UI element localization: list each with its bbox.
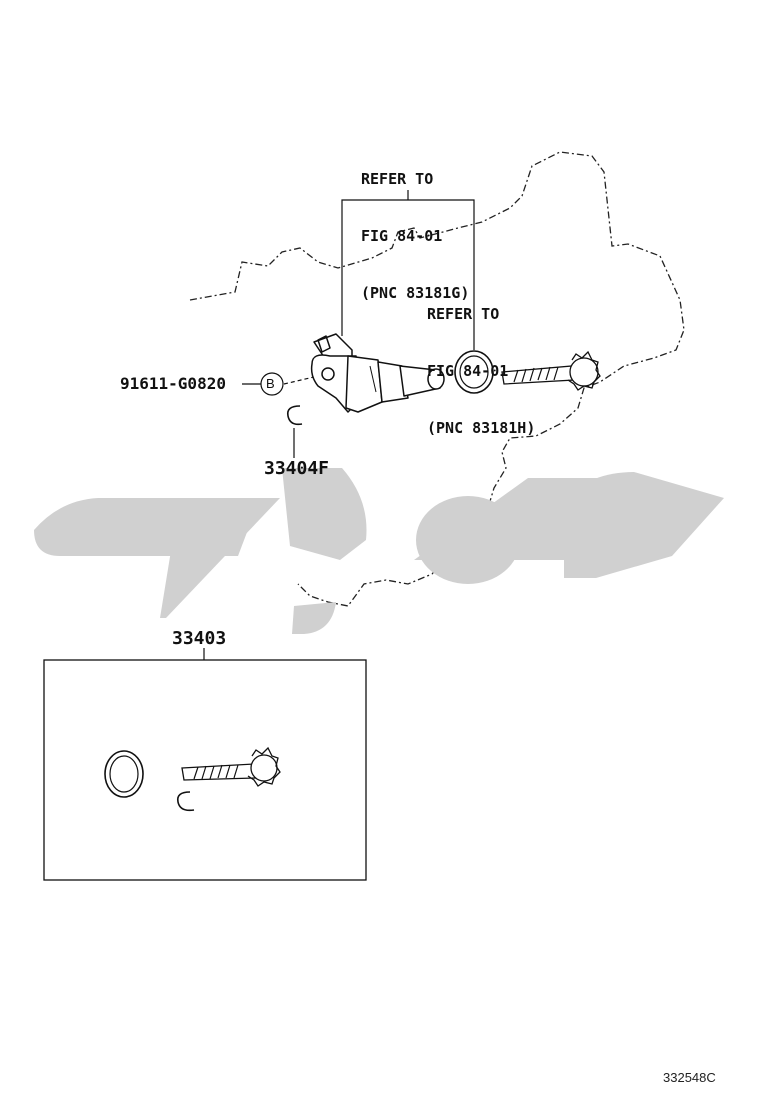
sensor-sleeve — [310, 333, 445, 413]
illustration-id: 332548C — [663, 1070, 716, 1085]
refer-note-h-line-1: REFER TO — [427, 305, 500, 323]
watermark-logo — [34, 468, 724, 634]
refer-note-g: REFER TO FIG 84-01 (PNC 83181G) — [361, 132, 469, 341]
refer-note-g-line-3: (PNC 83181G) — [361, 284, 470, 302]
bolt-marker-circle — [260, 372, 284, 396]
transmission-housing-outline — [189, 151, 685, 607]
clip-part-number[interactable]: 33404F — [264, 458, 330, 479]
driven-gear-upper — [501, 350, 601, 391]
bolt-part-number[interactable]: 91611-G0820 — [120, 374, 226, 393]
refer-note-h-line-2: FIG 84-01 — [427, 362, 509, 380]
bolt-marker-letter: B — [266, 376, 275, 391]
driven-gear-lower — [181, 746, 281, 787]
kit-part-number[interactable]: 33403 — [172, 628, 227, 649]
refer-note-g-line-2: FIG 84-01 — [361, 227, 443, 245]
o-ring-upper — [454, 350, 494, 394]
clip-upper — [286, 405, 303, 426]
refer-note-h-line-3: (PNC 83181H) — [427, 419, 536, 437]
refer-note-g-line-1: REFER TO — [361, 170, 434, 188]
clip-lower — [176, 791, 195, 812]
o-ring-lower — [104, 750, 144, 798]
refer-note-h: REFER TO FIG 84-01 (PNC 83181H) — [427, 267, 535, 476]
kit-box — [43, 659, 367, 881]
